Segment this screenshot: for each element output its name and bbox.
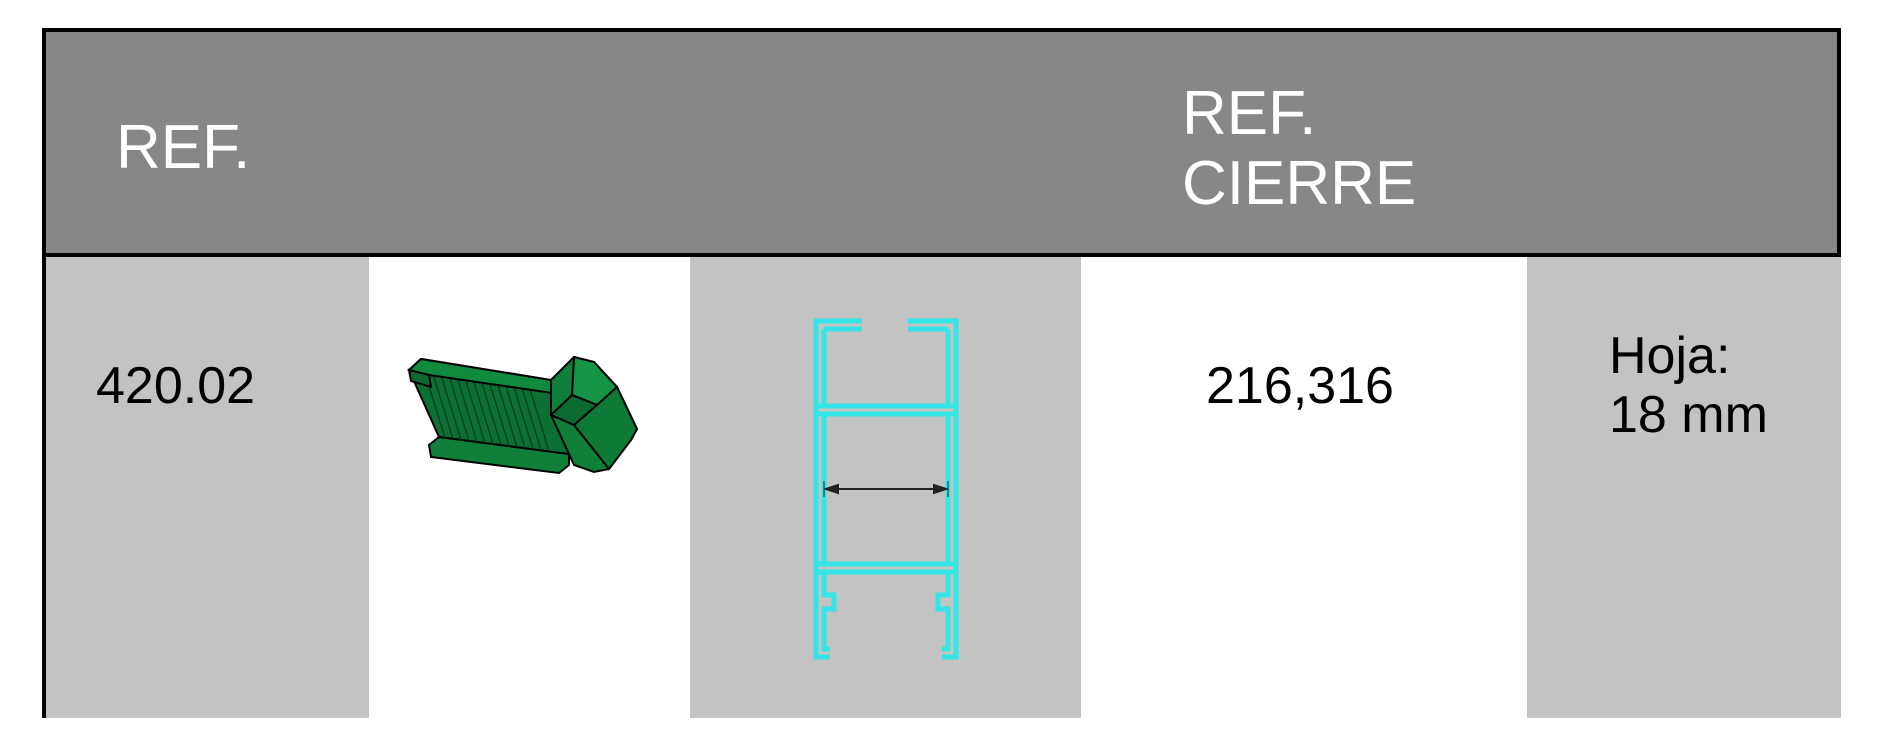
aluminium-profile-section-icon [813, 318, 959, 660]
cell-profile-image [690, 257, 1081, 718]
hoja-info: Hoja: 18 mm [1609, 327, 1768, 445]
product-table: REF. REF. CIERRE 420.02 [42, 28, 1841, 718]
table-row: 420.02 [46, 257, 1841, 718]
ref-value: 420.02 [96, 357, 256, 415]
hoja-value: 18 mm [1609, 386, 1768, 444]
cell-hoja: Hoja: 18 mm [1527, 257, 1841, 718]
header-cierre-line1: REF. [1182, 79, 1317, 148]
green-plastic-end-cap-icon [406, 355, 639, 475]
cell-part-image [369, 257, 690, 718]
cell-ref-cierre: 216,316 [1081, 257, 1527, 718]
header-ref-cierre: REF. CIERRE [1182, 79, 1416, 219]
table-header: REF. REF. CIERRE [46, 32, 1837, 257]
ref-cierre-value: 216,316 [1206, 357, 1394, 415]
hoja-label: Hoja: [1609, 327, 1731, 385]
header-ref: REF. [116, 113, 251, 182]
header-cierre-line2: CIERRE [1182, 149, 1417, 218]
cell-ref: 420.02 [46, 257, 369, 718]
